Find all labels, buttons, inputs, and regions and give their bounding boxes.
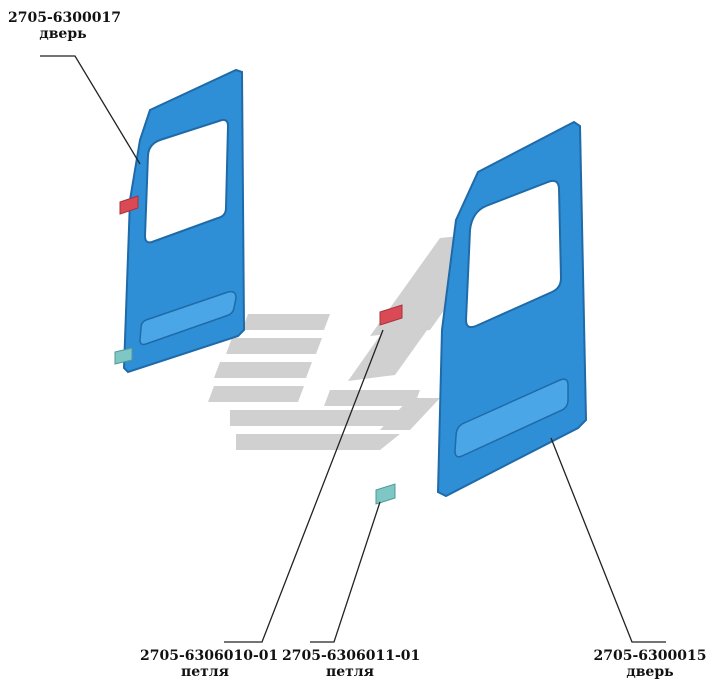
callout-hinge-lower: 2705-6306011-01 петля — [282, 648, 421, 680]
leader-hinge-upper — [224, 329, 384, 643]
callout-right-door: 2705-6300015 дверь — [592, 648, 708, 680]
leader-left-door — [40, 55, 141, 165]
leader-hinge-lower — [310, 501, 381, 643]
part-name: петля — [325, 664, 375, 680]
left-door-hinge-teal — [114, 347, 133, 365]
left-door-window — [143, 118, 230, 244]
part-code: 2705-6306011-01 — [282, 648, 421, 664]
part-name: дверь — [626, 664, 674, 680]
right-door — [436, 120, 588, 498]
callout-left-door: 2705-6300017 дверь — [8, 10, 121, 42]
leader-right-door — [550, 437, 666, 643]
left-door-hinge-red — [119, 195, 139, 215]
hinge-2705-6306010-01 — [379, 304, 403, 326]
part-code: 2705-6300017 — [8, 10, 121, 26]
right-door-window — [464, 179, 563, 329]
leader-lines — [40, 55, 666, 643]
hinge-2705-6306011-01 — [375, 483, 396, 505]
callout-hinge-upper: 2705-6306010-01 петля — [140, 648, 279, 680]
right-door-handle-panel — [454, 378, 569, 458]
part-code: 2705-6306010-01 — [140, 648, 279, 664]
part-code: 2705-6300015 — [593, 648, 707, 664]
left-door — [122, 68, 246, 374]
part-name: петля — [180, 664, 230, 680]
left-door-handle-panel — [139, 290, 237, 346]
part-name: дверь — [39, 26, 87, 42]
